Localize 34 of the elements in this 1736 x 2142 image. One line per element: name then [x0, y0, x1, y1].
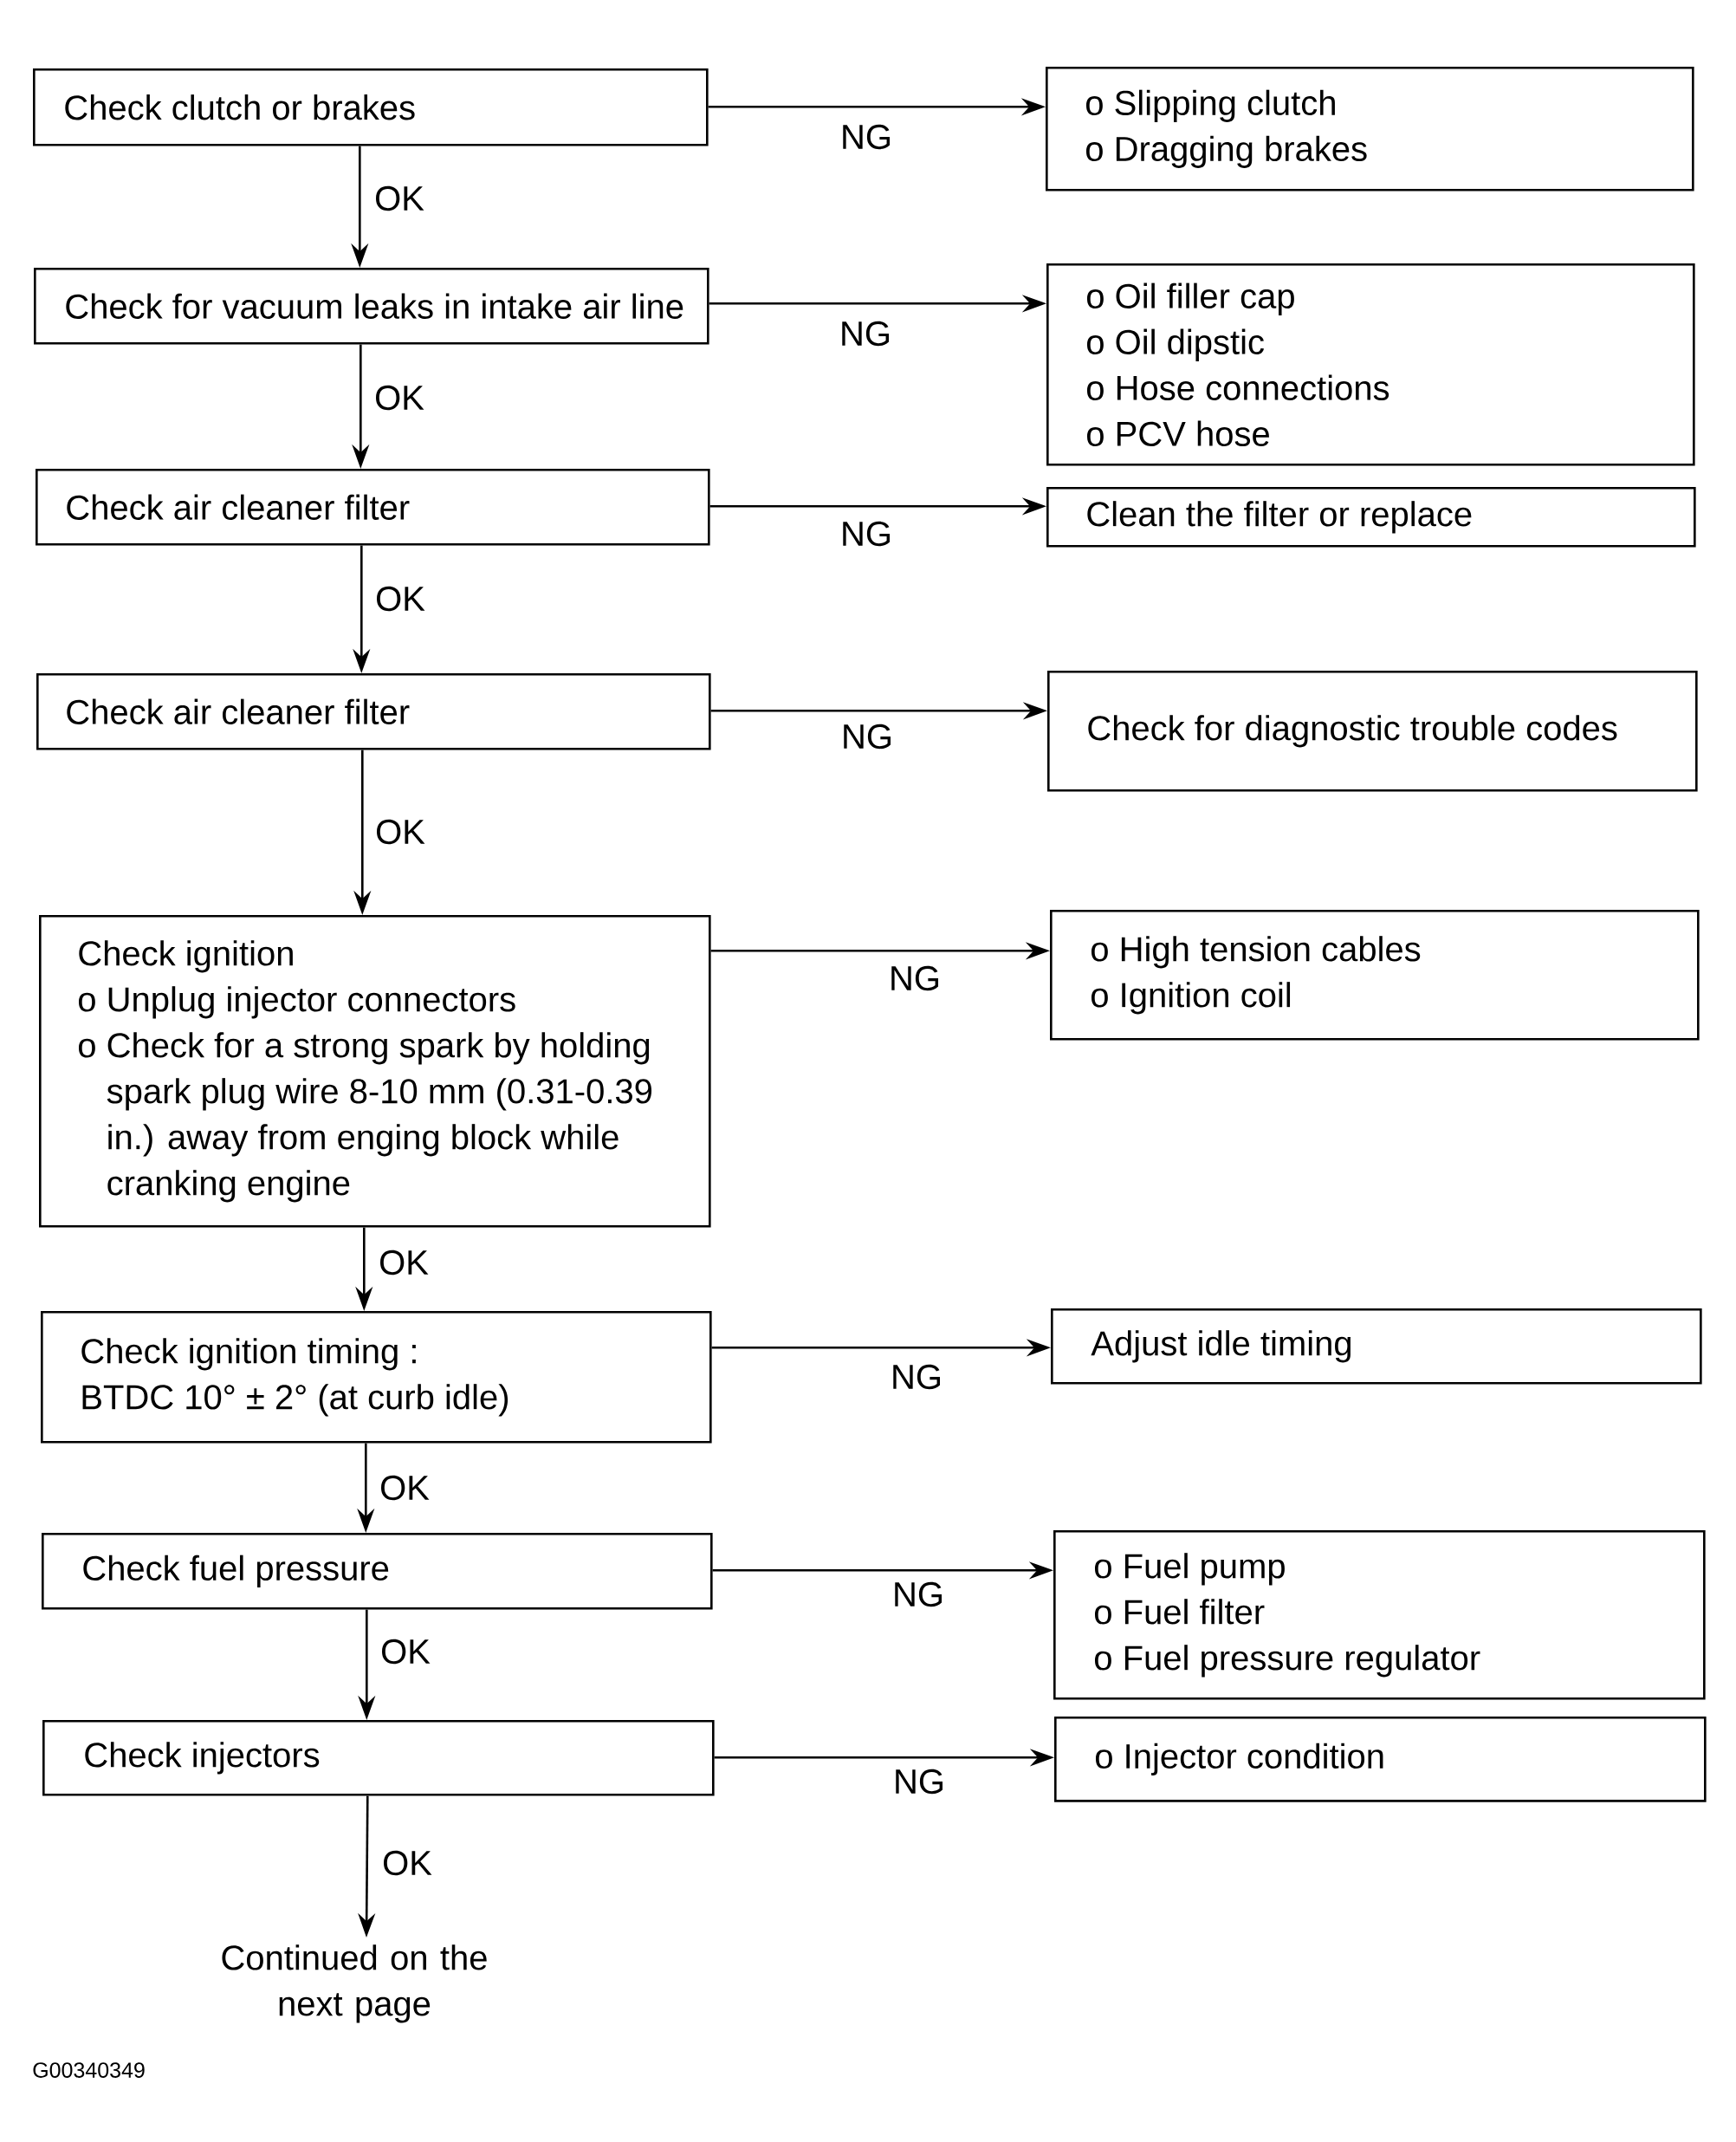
- process-box: Check injectors: [42, 1720, 715, 1796]
- edge-label: OK: [372, 382, 427, 413]
- process-box: Check ignition o Unplug injector connectors o Check for a strong spark by holding spark plug wire 8-10 mm (0.31-0.39 in.) away from enging block while cranking engine: [39, 915, 711, 1228]
- note-box: o Oil filler cap o Oil dipstic o Hose connections o PCV hose: [1046, 263, 1695, 466]
- edge-label: OK: [377, 1472, 432, 1503]
- continuation-text: Continued on the next page: [222, 1944, 487, 2023]
- process-box: Check ignition timing : BTDC 10° ± 2° (at curb idle): [41, 1311, 712, 1444]
- edge-label: NG: [886, 963, 943, 994]
- figure-code: G00340349: [33, 2062, 145, 2078]
- note-box: Adjust idle timing: [1051, 1308, 1702, 1385]
- edge-label: OK: [372, 583, 428, 614]
- edge-label: OK: [372, 183, 427, 214]
- edge-label: NG: [839, 721, 896, 752]
- edge-label: OK: [378, 1636, 433, 1667]
- note-box: o Fuel pump o Fuel filter o Fuel pressure regulator: [1053, 1530, 1706, 1700]
- edge-label: NG: [837, 318, 894, 349]
- process-box: Check air cleaner filter: [36, 469, 710, 546]
- edge-label: NG: [838, 518, 895, 549]
- edge-label: NG: [890, 1579, 947, 1610]
- note-box: o Slipping clutch o Dragging brakes: [1046, 67, 1694, 191]
- note-box: o High tension cables o Ignition coil: [1050, 910, 1700, 1041]
- edge-label: OK: [372, 816, 428, 847]
- note-box: Clean the filter or replace: [1046, 487, 1696, 548]
- process-box: Check clutch or brakes: [33, 68, 709, 146]
- process-box: Check for vacuum leaks in intake air line: [34, 268, 709, 345]
- edge-label: NG: [838, 121, 895, 153]
- edge-label: NG: [891, 1766, 948, 1797]
- process-box: Check air cleaner filter: [36, 673, 711, 750]
- process-box: Check fuel pressure: [42, 1533, 713, 1610]
- edge-label: NG: [888, 1361, 945, 1392]
- note-box: o Injector condition: [1054, 1717, 1707, 1802]
- edge-label: OK: [376, 1247, 431, 1278]
- edge-label: OK: [379, 1847, 435, 1879]
- note-box: Check for diagnostic trouble codes: [1047, 671, 1698, 792]
